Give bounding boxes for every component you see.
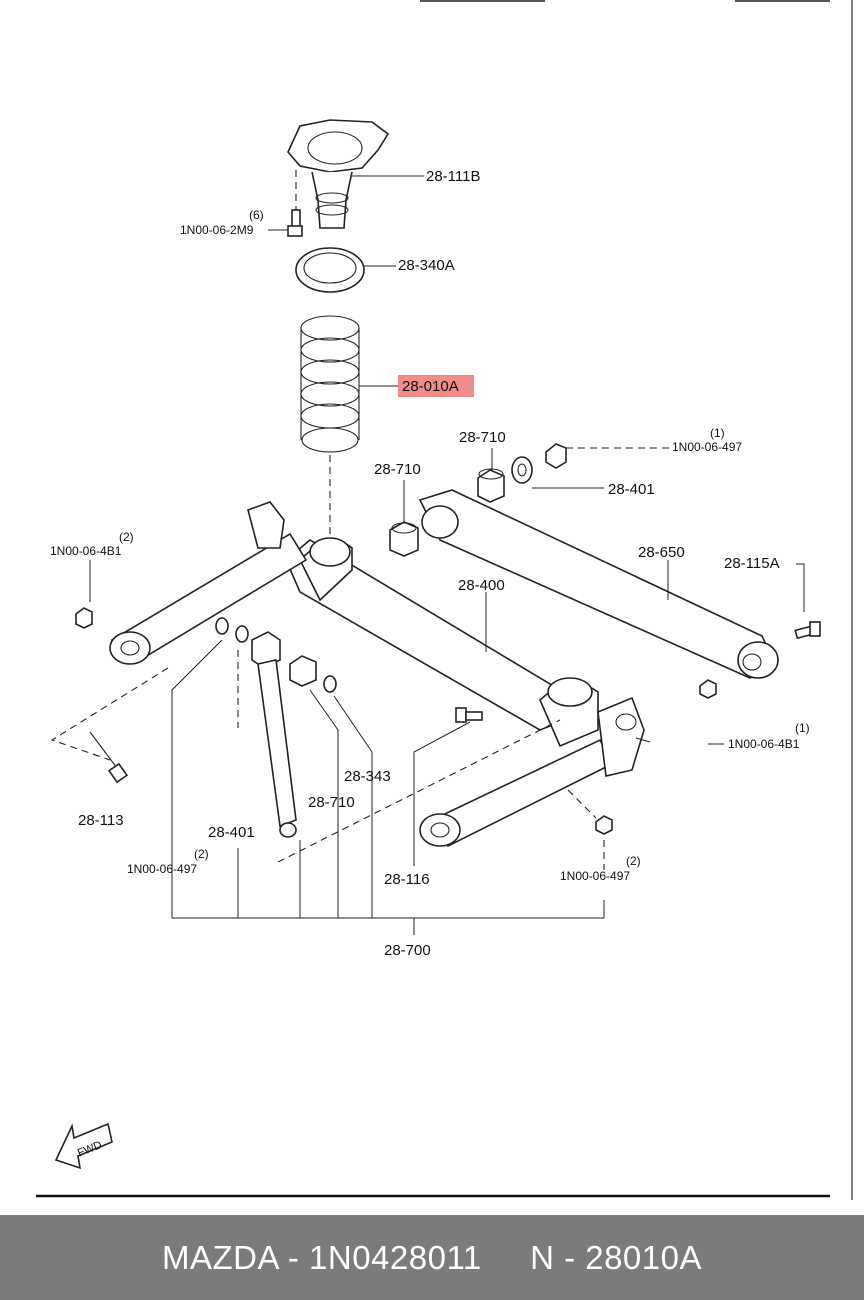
shock-absorber-part: [251, 631, 297, 838]
lateral-link-part: [418, 489, 779, 679]
label-28-401-low: 28-401: [208, 824, 255, 841]
label-28-650: 28-650: [638, 544, 685, 561]
label-qty-2-bottom-left: (2): [194, 847, 209, 861]
nut-top: [545, 443, 567, 469]
label-28-710-low: 28-710: [308, 794, 355, 811]
nut-left: [75, 607, 93, 629]
nut-bottom-right: [595, 815, 613, 835]
bolt-28-115A: [794, 621, 821, 640]
label-qty-1-right: (1): [795, 721, 810, 735]
right-trailing-arm: [419, 696, 651, 847]
label-1N00-06-4B1-right: 1N00-06-4B1: [728, 737, 800, 751]
label-28-010A: 28-010A: [402, 378, 459, 395]
label-1N00-06-2M9: 1N00-06-2M9: [180, 223, 254, 237]
bushing-28-710-low: [289, 655, 317, 687]
label-28-340A: 28-340A: [398, 257, 455, 274]
label-1N00-06-4B1-left: 1N00-06-4B1: [50, 544, 122, 558]
label-28-400: 28-400: [458, 577, 505, 594]
nut-right: [699, 679, 717, 699]
footer-bar: MAZDA - 1N0428011 N - 28010A: [0, 1215, 864, 1300]
label-28-111B: 28-111B: [426, 168, 481, 185]
label-28-710-mid: 28-710: [374, 461, 421, 478]
spring-seat-part: [287, 119, 390, 229]
fwd-arrow-icon: FWD: [54, 1122, 113, 1170]
label-28-115A: 28-115A: [724, 555, 780, 572]
label-28-700: 28-700: [384, 942, 431, 959]
label-qty-6: (6): [249, 208, 264, 222]
torsion-beam-part: [285, 537, 599, 748]
washer-28-343: [323, 675, 337, 693]
bushing-28-710-mid: [389, 521, 419, 557]
bolt-28-113: [89, 731, 129, 784]
footer-reference: N - 28010A: [530, 1238, 702, 1276]
label-28-343: 28-343: [344, 768, 391, 785]
mount-bolt-part: [287, 209, 303, 237]
highlight-box: [398, 375, 474, 397]
washer-28-401-low: [215, 617, 249, 643]
label-qty-2-left: (2): [119, 530, 134, 544]
label-28-113: 28-113: [78, 812, 124, 829]
label-qty-2-bottom-right: (2): [626, 854, 641, 868]
label-28-710-top: 28-710: [459, 429, 506, 446]
left-trailing-arm: [109, 501, 308, 665]
footer-part-number: MAZDA - 1N0428011: [162, 1238, 482, 1276]
bolt-28-116: [455, 707, 483, 723]
washer-28-401-top: [511, 456, 533, 484]
label-qty-1-top: (1): [710, 426, 725, 440]
upper-seat-part: [295, 247, 365, 293]
bushing-28-710-top: [477, 468, 505, 503]
coil-spring-part: [300, 315, 360, 453]
label-28-401-top: 28-401: [608, 481, 655, 498]
footer-spacer: [482, 1239, 530, 1277]
label-1N00-06-497-bottom-right: 1N00-06-497: [560, 869, 630, 883]
suspension-parts-diagram: 28-111B (6) 1N00-06-2M9 28-340A 28-010A …: [36, 0, 853, 1200]
label-1N00-06-497-bottom-left: 1N00-06-497: [127, 862, 197, 876]
label-1N00-06-497-top: 1N00-06-497: [672, 440, 742, 454]
label-28-116: 28-116: [384, 871, 430, 888]
